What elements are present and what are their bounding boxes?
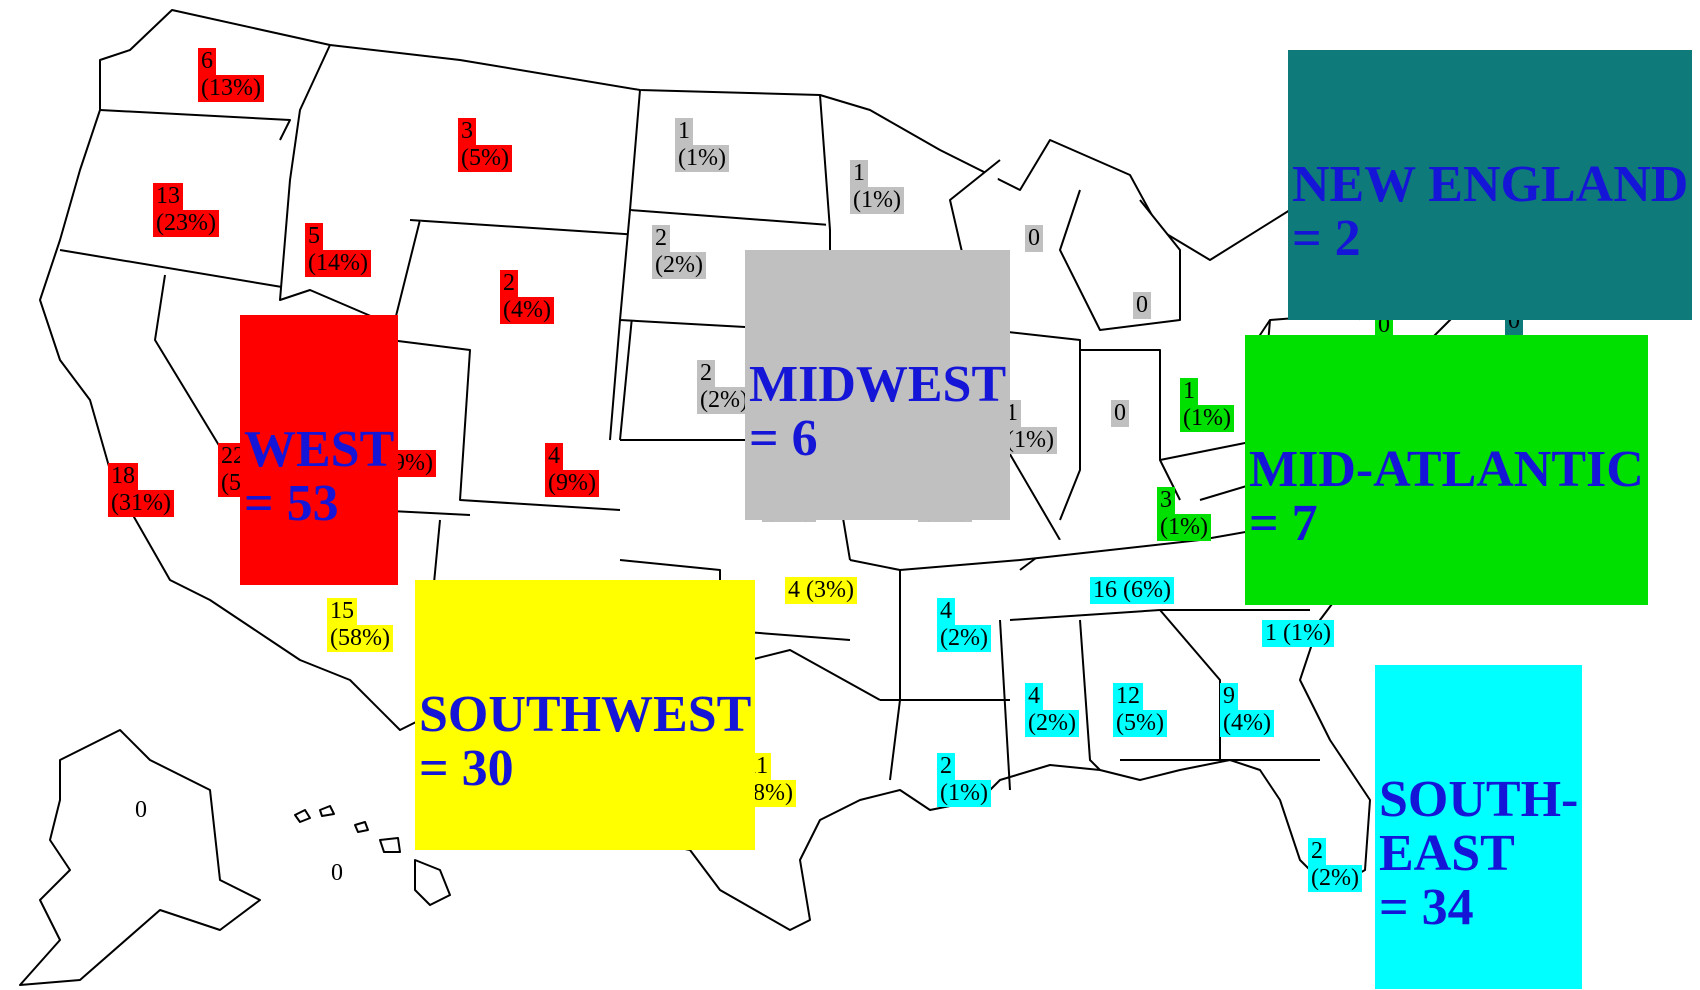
state-percent: (4%) xyxy=(500,297,554,324)
state-percent: (2%) xyxy=(697,387,751,414)
state-label-ky: 3(1%) xyxy=(1157,487,1211,541)
state-count: 12 xyxy=(1113,683,1143,710)
state-percent: (2%) xyxy=(1025,710,1079,737)
state-label-az: 15(58%) xyxy=(327,598,393,652)
state-count: 15 xyxy=(327,598,357,625)
state-percent: (5%) xyxy=(1113,710,1167,737)
state-count: 4 xyxy=(937,598,955,625)
state-count: 1 xyxy=(1180,378,1198,405)
state-label-fl: 2(2%) xyxy=(1308,838,1362,892)
state-percent: (1%) xyxy=(675,145,729,172)
state-count: 1 xyxy=(850,160,868,187)
state-percent: (23%) xyxy=(153,210,219,237)
state-label-id: 5(14%) xyxy=(305,223,371,277)
state-label-wi: 0 xyxy=(1025,225,1043,252)
state-percent: (2%) xyxy=(937,625,991,652)
state-count: 5 xyxy=(305,223,323,250)
state-percent: (1%) xyxy=(1157,514,1211,541)
state-percent: (2%) xyxy=(1308,865,1362,892)
state-count: 0 xyxy=(135,797,147,823)
state-label-mi: 0 xyxy=(1133,292,1151,319)
state-label-wa: 6(13%) xyxy=(198,48,264,102)
state-percent: (1%) xyxy=(937,780,991,807)
state-count: 0 xyxy=(1025,225,1043,252)
state-label-mt: 3(5%) xyxy=(458,118,512,172)
state-label-in: 0 xyxy=(1111,400,1129,427)
state-label-sc: 1 (1%) xyxy=(1262,620,1334,647)
state-label-ar: 4(2%) xyxy=(937,598,991,652)
state-label-ne: 2(2%) xyxy=(697,360,751,414)
state-percent: (1%) xyxy=(1003,427,1057,454)
state-label-nd: 1(1%) xyxy=(675,118,729,172)
state-percent: (31%) xyxy=(108,490,174,517)
region-label-new-england: NEW ENGLAND= 2 xyxy=(1288,50,1693,320)
state-count: 9 xyxy=(1220,683,1238,710)
state-label-sd: 2(2%) xyxy=(652,225,706,279)
state-label-la: 2(1%) xyxy=(937,753,991,807)
state-count: 3 xyxy=(1157,487,1175,514)
state-count: 4 (3%) xyxy=(785,577,857,604)
hawaii-outline xyxy=(294,805,451,906)
state-percent: (9%) xyxy=(545,470,599,497)
state-count: 2 xyxy=(652,225,670,252)
state-label-ms: 4(2%) xyxy=(1025,683,1079,737)
state-label-oh: 1(1%) xyxy=(1180,378,1234,432)
state-count: 0 xyxy=(331,860,343,886)
state-label-or: 13(23%) xyxy=(153,183,219,237)
state-count: 18 xyxy=(108,463,138,490)
state-label-ca: 18(31%) xyxy=(108,463,174,517)
region-label-southwest: SOUTHWEST= 30 xyxy=(415,580,756,850)
state-percent: (5%) xyxy=(458,145,512,172)
region-label-southeast: SOUTH-EAST= 34 xyxy=(1375,665,1583,989)
state-label-il: 1(1%) xyxy=(1003,400,1057,454)
state-label-al: 12(5%) xyxy=(1113,683,1167,737)
state-percent: (1%) xyxy=(850,187,904,214)
state-label-ok: 4 (3%) xyxy=(785,577,857,604)
state-label-co: 4(9%) xyxy=(545,443,599,497)
state-label-ga: 9(4%) xyxy=(1220,683,1274,737)
state-label-mn: 1(1%) xyxy=(850,160,904,214)
state-count: 6 xyxy=(198,48,216,75)
state-count: 1 (1%) xyxy=(1262,620,1334,647)
state-label-wy: 2(4%) xyxy=(500,270,554,324)
state-percent: (2%) xyxy=(652,252,706,279)
state-count: 4 xyxy=(545,443,563,470)
state-count: 0 xyxy=(1111,400,1129,427)
state-count: 4 xyxy=(1025,683,1043,710)
state-percent: (1%) xyxy=(1180,405,1234,432)
state-count: 16 (6%) xyxy=(1090,577,1174,604)
state-count: 2 xyxy=(937,753,955,780)
state-label-ak: 0 xyxy=(132,797,150,824)
state-percent: (58%) xyxy=(327,625,393,652)
state-count: 1 xyxy=(675,118,693,145)
region-label-mid-atlantic: MID-ATLANTIC= 7 xyxy=(1245,335,1648,605)
region-label-midwest: MIDWEST= 6 xyxy=(745,250,1011,520)
state-count: 3 xyxy=(458,118,476,145)
state-percent: (14%) xyxy=(305,250,371,277)
state-percent: (4%) xyxy=(1220,710,1274,737)
state-label-hi: 0 xyxy=(328,860,346,887)
state-count: 2 xyxy=(1308,838,1326,865)
state-count: 13 xyxy=(153,183,183,210)
state-percent: (13%) xyxy=(198,75,264,102)
alaska-outline xyxy=(19,729,261,986)
state-count: 2 xyxy=(697,360,715,387)
region-label-west: WEST= 53 xyxy=(240,315,399,585)
state-count: 0 xyxy=(1133,292,1151,319)
state-count: 2 xyxy=(500,270,518,297)
state-label-tn: 16 (6%) xyxy=(1090,577,1174,604)
